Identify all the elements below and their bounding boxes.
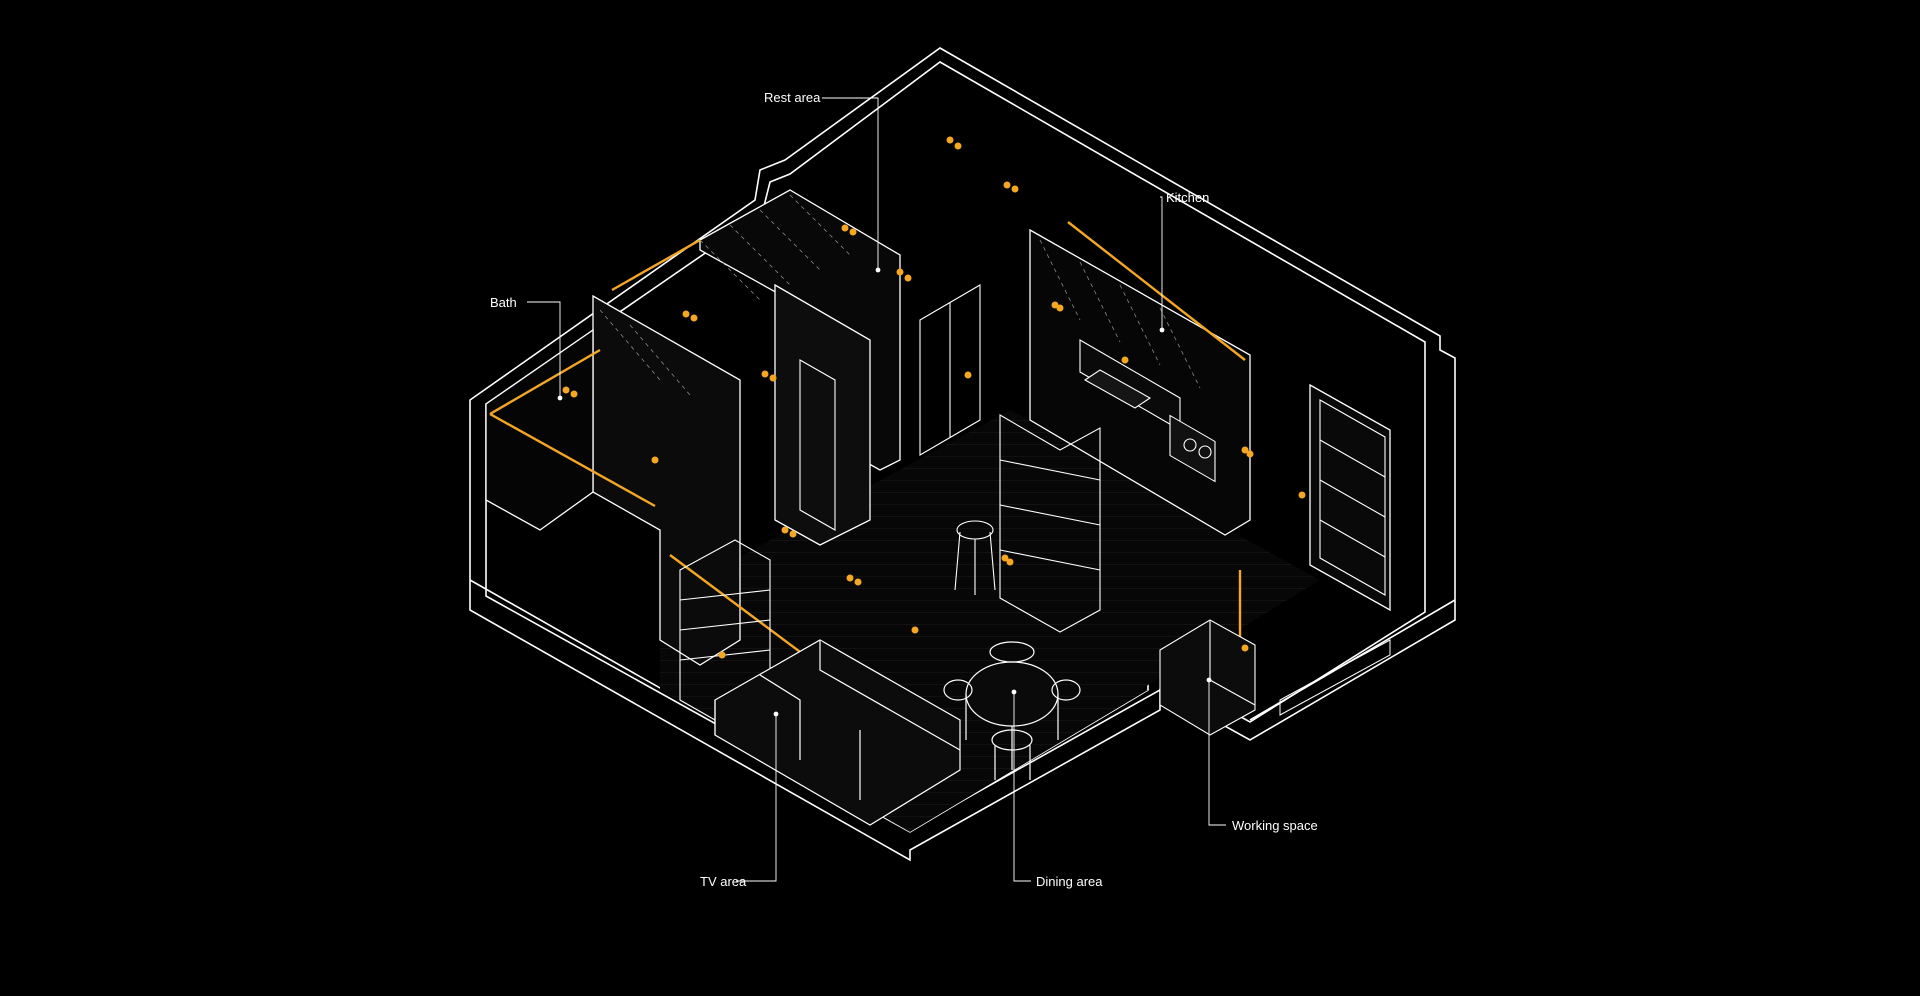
leader-dots <box>557 267 1212 717</box>
leader-lines <box>527 97 1226 882</box>
label-kitchen: Kitchen <box>1166 190 1210 205</box>
label-dining-area: Dining area <box>1036 874 1103 889</box>
label-bath: Bath <box>490 295 517 310</box>
bar-stool <box>954 520 996 595</box>
kitchen-fixtures <box>1079 339 1216 483</box>
strip-lights <box>489 221 1246 746</box>
wall-tile-lines <box>599 194 1201 396</box>
work-desk <box>1159 619 1256 736</box>
sofa <box>714 639 961 826</box>
light-dots <box>562 136 1306 659</box>
label-working-space: Working space <box>1232 818 1318 833</box>
interior-walls <box>485 189 1391 666</box>
label-tv-area: TV area <box>700 874 747 889</box>
radiator <box>1279 639 1391 716</box>
label-rest-area: Rest area <box>764 90 821 105</box>
mirror-doors <box>799 284 981 531</box>
dining-set <box>943 641 1081 780</box>
